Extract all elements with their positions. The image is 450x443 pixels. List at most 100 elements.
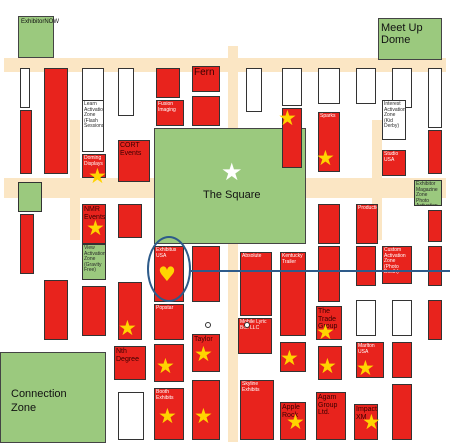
booth[interactable] [318, 246, 340, 302]
star-icon: ★ [286, 410, 305, 434]
booth[interactable] [356, 246, 376, 286]
star-icon: ★ [118, 316, 137, 340]
booth-skyline-exhibits-label: Skyline Exhibits [242, 381, 260, 393]
booth-apple-rock-label: Apple Rock [282, 404, 300, 419]
booth[interactable] [280, 342, 306, 372]
booth-sparks-label: Sparks [320, 113, 336, 119]
booth-impact-xm-label: Impact XM [356, 406, 378, 421]
zone-connection-zone-label: Connection Zone [11, 388, 67, 414]
booth[interactable] [318, 204, 340, 244]
booth[interactable] [282, 68, 302, 106]
booth-absolute[interactable]: Absolute [240, 252, 272, 316]
booth-productions[interactable]: Productions [356, 204, 378, 244]
booth[interactable] [154, 344, 184, 382]
booth-marlton-usa[interactable]: Marlton USA [356, 342, 384, 378]
booth-agam-group[interactable]: Agam Group Ltd. [316, 392, 346, 440]
booth-giant-display[interactable]: Doming Displays [82, 154, 106, 178]
booth[interactable] [118, 68, 134, 116]
booth-taylor[interactable]: Taylor [192, 334, 220, 372]
booth[interactable] [118, 282, 142, 340]
booth-exhibitor-magazine-label: Exhibitor Magazine Zone Photo Activation [416, 181, 438, 206]
booth-view-activation-zone-label: View Activation Zone (Gravity Free) [84, 245, 106, 273]
booth[interactable] [82, 286, 106, 336]
booth-fusion-imaging[interactable]: Fusion Imaging [156, 100, 184, 126]
booth[interactable] [318, 68, 340, 104]
booth[interactable] [428, 210, 442, 242]
star-icon: ★ [86, 216, 105, 240]
booth-exhibitor-magazine[interactable]: Exhibitor Magazine Zone Photo Activation [414, 180, 442, 206]
zone-meet-up-dome[interactable]: Meet Up Dome [378, 18, 442, 60]
booth[interactable] [192, 380, 220, 440]
booth-impact-xm[interactable]: Impact XM [354, 404, 378, 440]
booth-the-trade-group[interactable]: The Trade Group [316, 306, 342, 340]
highlight-line [191, 270, 450, 272]
booth[interactable] [392, 342, 412, 378]
booth[interactable] [318, 346, 342, 380]
star-icon: ★ [362, 410, 381, 434]
star-icon: ★ [280, 346, 299, 370]
star-icon: ★ [88, 164, 107, 188]
booth-kentucky-trailer[interactable]: Kentucky Trailer [280, 252, 306, 336]
booth-nth-degree[interactable]: Nth Degree [114, 346, 146, 380]
zone-exhibitor-now-label: ExhibitorNOW [21, 19, 60, 25]
booth[interactable] [192, 246, 220, 302]
booth[interactable] [156, 68, 180, 98]
zone-the-square[interactable]: The Square [154, 128, 306, 244]
booth-interest-activation[interactable]: Interest Activation Zone (Kid Derby) [382, 100, 406, 140]
booth[interactable] [118, 204, 142, 238]
zone-connection-zone[interactable]: Connection Zone [0, 352, 106, 443]
booth[interactable] [428, 300, 442, 340]
booth-zone-left[interactable] [18, 182, 42, 212]
booth[interactable] [356, 300, 376, 336]
booth[interactable] [428, 130, 442, 174]
star-icon: ★ [194, 404, 213, 428]
star-icon: ★ [278, 106, 297, 130]
zone-the-square-label: The Square [203, 189, 261, 201]
booth[interactable] [44, 280, 68, 340]
zone-exhibitor-now[interactable]: ExhibitorNOW [18, 16, 59, 58]
white-star-icon: ★ [221, 158, 243, 186]
highlight-ring [147, 236, 191, 302]
booth[interactable] [282, 108, 302, 168]
booth-nmr-events-label: NMR Events [84, 206, 106, 221]
booth-custom-activation[interactable]: Custom Activation Zone (Photo Booth) [382, 246, 412, 284]
booth[interactable] [356, 68, 376, 104]
booth-cort-events[interactable]: CORT Events [118, 140, 150, 182]
booth-fern[interactable]: Fern [192, 66, 220, 92]
star-icon: ★ [158, 404, 177, 428]
pillar-marker [244, 322, 250, 328]
booth-mobile-lyric-box[interactable]: Mobile Lyric Box LLC [238, 318, 272, 354]
booth-custom-activation-label: Custom Activation Zone (Photo Booth) [384, 247, 406, 275]
booth-booth-exhibits[interactable]: Booth Exhibits [154, 388, 184, 440]
star-icon: ★ [194, 342, 213, 366]
booth[interactable] [392, 300, 412, 336]
booth-productions-label: Productions [358, 205, 377, 211]
booth[interactable] [20, 110, 32, 174]
booth[interactable] [428, 68, 442, 128]
booth[interactable] [428, 246, 442, 286]
booth[interactable] [44, 68, 68, 174]
booth[interactable] [118, 392, 144, 440]
booth-leam-activation[interactable]: Learn Activation Zone (Flash Sessions) [82, 100, 104, 152]
booth[interactable] [20, 68, 30, 108]
booth-agam-group-label: Agam Group Ltd. [318, 394, 338, 416]
booth-nmr-events[interactable]: NMR Events [82, 204, 106, 244]
booth-the-trade-group-label: The Trade Group [318, 308, 338, 330]
star-icon: ★ [318, 354, 337, 378]
booth-popstar[interactable]: Popstar [154, 304, 184, 340]
booth-sparks[interactable]: Sparks [318, 112, 340, 172]
booth-view-activation-zone[interactable]: View Activation Zone (Gravity Free) [82, 244, 106, 280]
booth-kentucky-trailer-label: Kentucky Trailer [282, 253, 303, 265]
aisle-right-vertical [372, 120, 382, 240]
booth-interest-activation-label: Interest Activation Zone (Kid Derby) [384, 101, 406, 129]
booth-leam-activation-label: Learn Activation Zone (Flash Sessions) [84, 101, 104, 129]
booth[interactable] [392, 384, 412, 440]
booth-studio-usa[interactable]: Studio USA [382, 150, 406, 176]
booth[interactable] [192, 96, 220, 126]
pillar-marker [205, 322, 211, 328]
booth[interactable] [20, 214, 34, 274]
booth[interactable] [246, 68, 262, 112]
booth-apple-rock[interactable]: Apple Rock [280, 402, 306, 440]
booth-skyline-exhibits[interactable]: Skyline Exhibits [240, 380, 274, 440]
